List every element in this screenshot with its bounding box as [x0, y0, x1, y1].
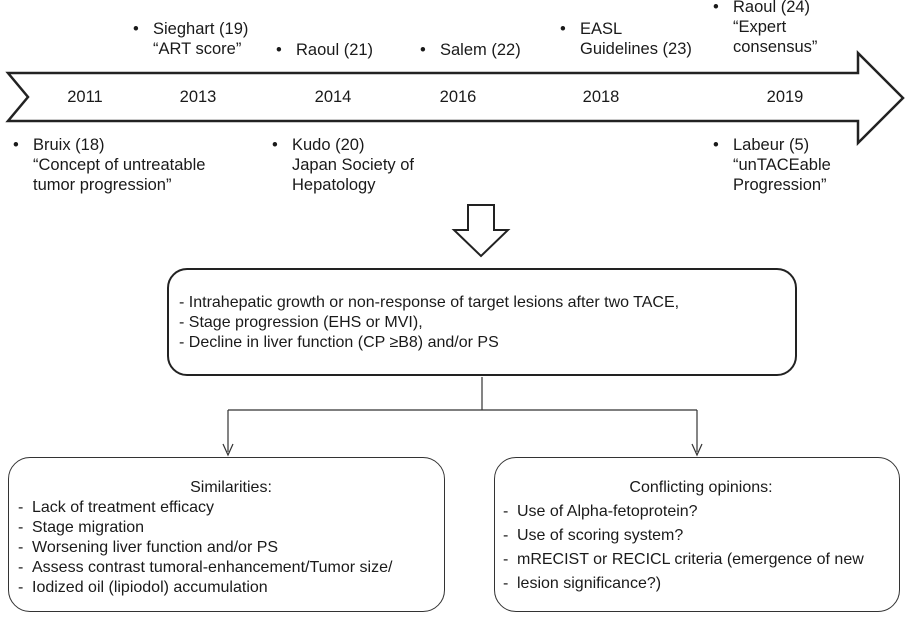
- conflicting-item: mRECIST or RECICL criteria (emergence of…: [503, 550, 899, 570]
- similarity-item: Stage migration: [18, 518, 444, 538]
- connector-lines: [227, 377, 698, 452]
- criteria-line-1: - Intrahepatic growth or non-response of…: [179, 294, 680, 311]
- conflicting-item: Use of Alpha-fetoprotein?: [503, 502, 899, 522]
- conflicting-panel: Conflicting opinions: Use of Alpha-fetop…: [494, 457, 900, 612]
- similarities-title: Similarities:: [190, 479, 272, 496]
- timeline-arrow: [5, 49, 905, 147]
- year-label: 2014: [314, 88, 352, 106]
- event-easl: EASL Guidelines (23): [560, 19, 692, 59]
- event-salem: Salem (22): [420, 40, 521, 60]
- year-label: 2013: [179, 88, 217, 106]
- event-raoul-2014: Raoul (21): [276, 40, 373, 60]
- event-sieghart: Sieghart (19) “ART score”: [133, 19, 248, 59]
- conflicting-item-continued: lesion significance?): [503, 574, 899, 594]
- arrowhead-right: [691, 443, 703, 457]
- down-arrow: [451, 204, 511, 258]
- year-label: 2018: [582, 88, 620, 106]
- similarity-item-continued: Iodized oil (lipiodol) accumulation: [18, 578, 444, 598]
- event-labeur: Labeur (5) “unTACEable Progression”: [713, 135, 831, 195]
- criteria-line-2: - Stage progression (EHS or MVI),: [179, 314, 423, 331]
- similarities-panel: Similarities: Lack of treatment efficacy…: [8, 457, 445, 612]
- year-label: 2016: [439, 88, 477, 106]
- event-bruix: Bruix (18) “Concept of untreatable tumor…: [13, 135, 205, 195]
- event-raoul-2019: Raoul (24) “Expert consensus”: [713, 0, 817, 57]
- arrowhead-left: [222, 443, 234, 457]
- similarity-item: Lack of treatment efficacy: [18, 498, 444, 518]
- year-label: 2019: [766, 88, 804, 106]
- untaceable-criteria-box: - Intrahepatic growth or non-response of…: [167, 268, 797, 376]
- year-label: 2011: [67, 88, 103, 106]
- conflicting-title: Conflicting opinions:: [629, 479, 773, 496]
- similarity-item: Assess contrast tumoral-enhancement/Tumo…: [18, 558, 444, 578]
- conflicting-item: Use of scoring system?: [503, 526, 899, 546]
- similarity-item: Worsening liver function and/or PS: [18, 538, 444, 558]
- criteria-line-3: - Decline in liver function (CP ≥B8) and…: [179, 334, 499, 351]
- event-kudo: Kudo (20) Japan Society of Hepatology: [272, 135, 414, 195]
